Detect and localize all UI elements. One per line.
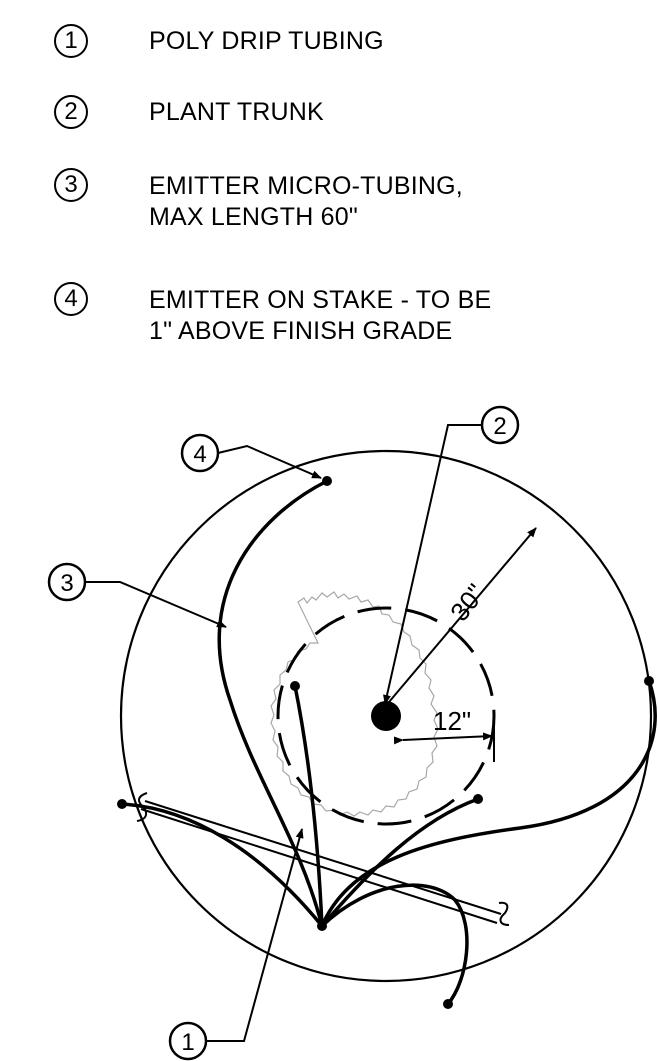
legend-line: PLANT TRUNK [149, 98, 324, 126]
legend-line: 1" ABOVE FINISH GRADE [149, 317, 453, 345]
legend-label-3: EMITTER MICRO-TUBING, MAX LENGTH 60" [149, 171, 463, 233]
callout-2-number: 2 [493, 413, 506, 440]
micro-tubing [121, 802, 324, 928]
plant-trunk-dot [371, 701, 401, 731]
legend-line: EMITTER ON STAKE - TO BE [149, 286, 492, 314]
inner-radius-dimension-line [393, 732, 493, 745]
callout-badge-2: 2 [54, 95, 88, 129]
outer-radius-dimension-label: 30" [444, 578, 491, 627]
micro-tubing [320, 797, 479, 928]
callout-2: 2 [383, 405, 520, 705]
callout-3: 3 [47, 562, 227, 628]
emitter-dot [443, 999, 453, 1009]
poly-drip-tubing-line [144, 800, 502, 915]
legend-label-4: EMITTER ON STAKE - TO BE 1" ABOVE FINISH… [149, 285, 491, 347]
legend-line: EMITTER MICRO-TUBING, [149, 172, 463, 200]
micro-tubing [320, 883, 469, 1006]
micro-tubing [217, 479, 328, 927]
emitter-dot [117, 799, 127, 809]
emitters [117, 476, 654, 1009]
legend-line: POLY DRIP TUBING [149, 27, 384, 55]
break-symbol [498, 901, 510, 926]
outer-radius-dimension-line [380, 527, 537, 712]
emitter-dot [322, 476, 332, 486]
micro-tubing-group [121, 479, 657, 1006]
legend-label-1: POLY DRIP TUBING [149, 26, 384, 57]
callout-badge-3: 3 [54, 168, 88, 202]
tubing-junction-dot [317, 921, 327, 931]
callout-badge-4: 4 [54, 282, 88, 316]
legend-label-2: PLANT TRUNK [149, 97, 324, 128]
outer-drip-zone-circle [119, 449, 653, 983]
emitter-dot [290, 681, 300, 691]
callout-1-number: 1 [181, 1029, 194, 1056]
plant-canopy-outline [270, 591, 439, 817]
emitter-dot [473, 794, 483, 804]
callout-badge-1: 1 [54, 24, 88, 58]
emitter-dot [644, 676, 654, 686]
callout-4-number: 4 [193, 441, 206, 468]
legend-line: MAX LENGTH 60" [149, 203, 358, 231]
micro-tubing [320, 680, 657, 927]
callout-4: 4 [180, 433, 322, 479]
callout-1: 1 [168, 828, 304, 1061]
inner-radius-dimension-label: 12" [433, 706, 471, 736]
callout-3-number: 3 [60, 570, 73, 597]
micro-tubing [293, 685, 324, 927]
